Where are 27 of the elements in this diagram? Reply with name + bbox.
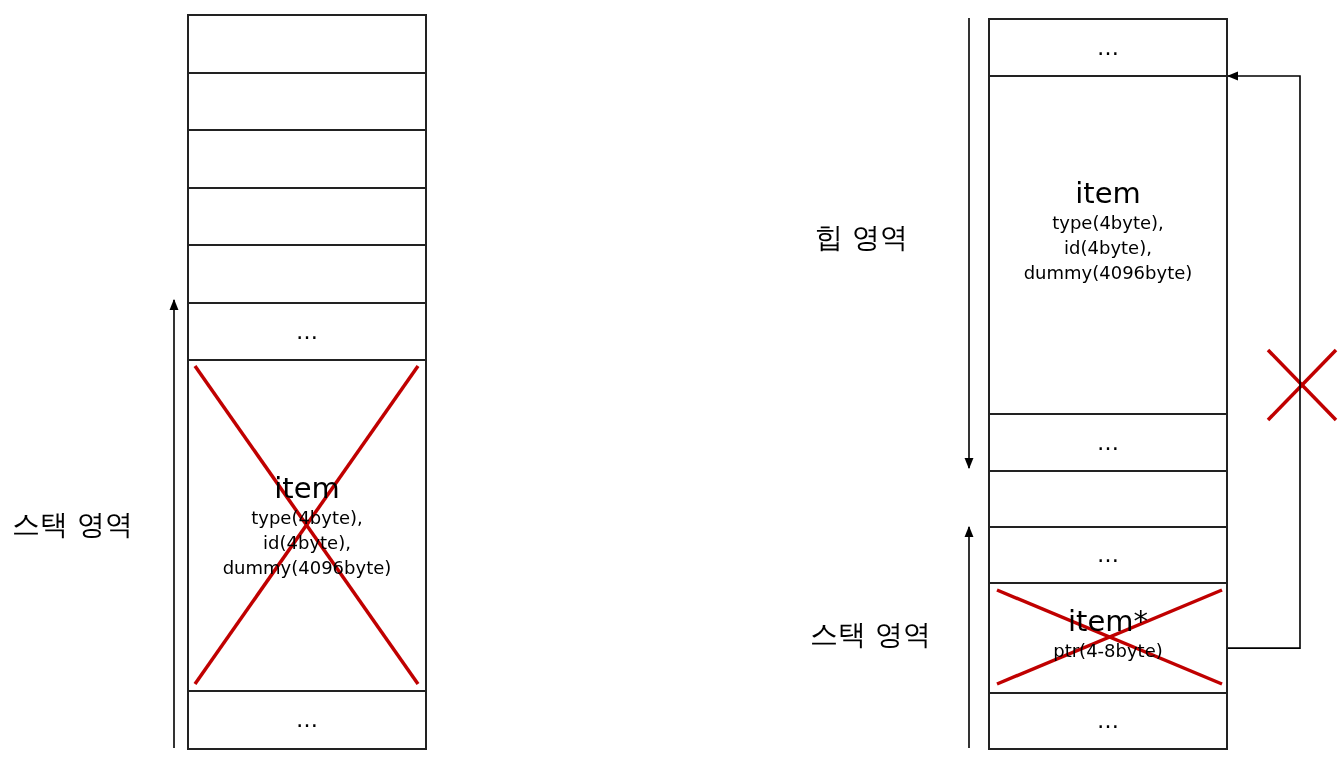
ellipsis: … <box>296 318 318 345</box>
region-label: 스택 영역 <box>810 617 931 653</box>
ellipsis: … <box>1097 708 1119 734</box>
empty-memory-cell <box>187 187 427 246</box>
memory-cell <box>988 75 1228 415</box>
cell-title: item <box>1075 175 1141 210</box>
memory-cell <box>988 18 1228 77</box>
ellipsis: … <box>1097 429 1119 456</box>
empty-memory-cell <box>187 72 427 131</box>
memory-cell <box>988 413 1228 472</box>
ellipsis: … <box>1097 34 1119 61</box>
empty-memory-cell <box>988 470 1228 528</box>
empty-memory-cell <box>187 244 427 304</box>
cell-title: item* <box>1068 603 1148 638</box>
ellipsis: … <box>1097 542 1119 568</box>
cell-detail: type(4byte), id(4byte), dummy(4096byte) <box>1022 210 1194 285</box>
region-label: 힙 영역 <box>815 220 908 256</box>
ellipsis: … <box>296 707 318 733</box>
region-label: 스택 영역 <box>12 507 133 543</box>
memory-cell <box>988 526 1228 584</box>
empty-memory-cell <box>187 14 427 74</box>
memory-cell <box>187 690 427 750</box>
empty-memory-cell <box>187 129 427 189</box>
memory-cell <box>187 302 427 361</box>
arrow <box>1226 71 1301 649</box>
memory-cell <box>988 692 1228 750</box>
memory-cell <box>988 582 1228 694</box>
